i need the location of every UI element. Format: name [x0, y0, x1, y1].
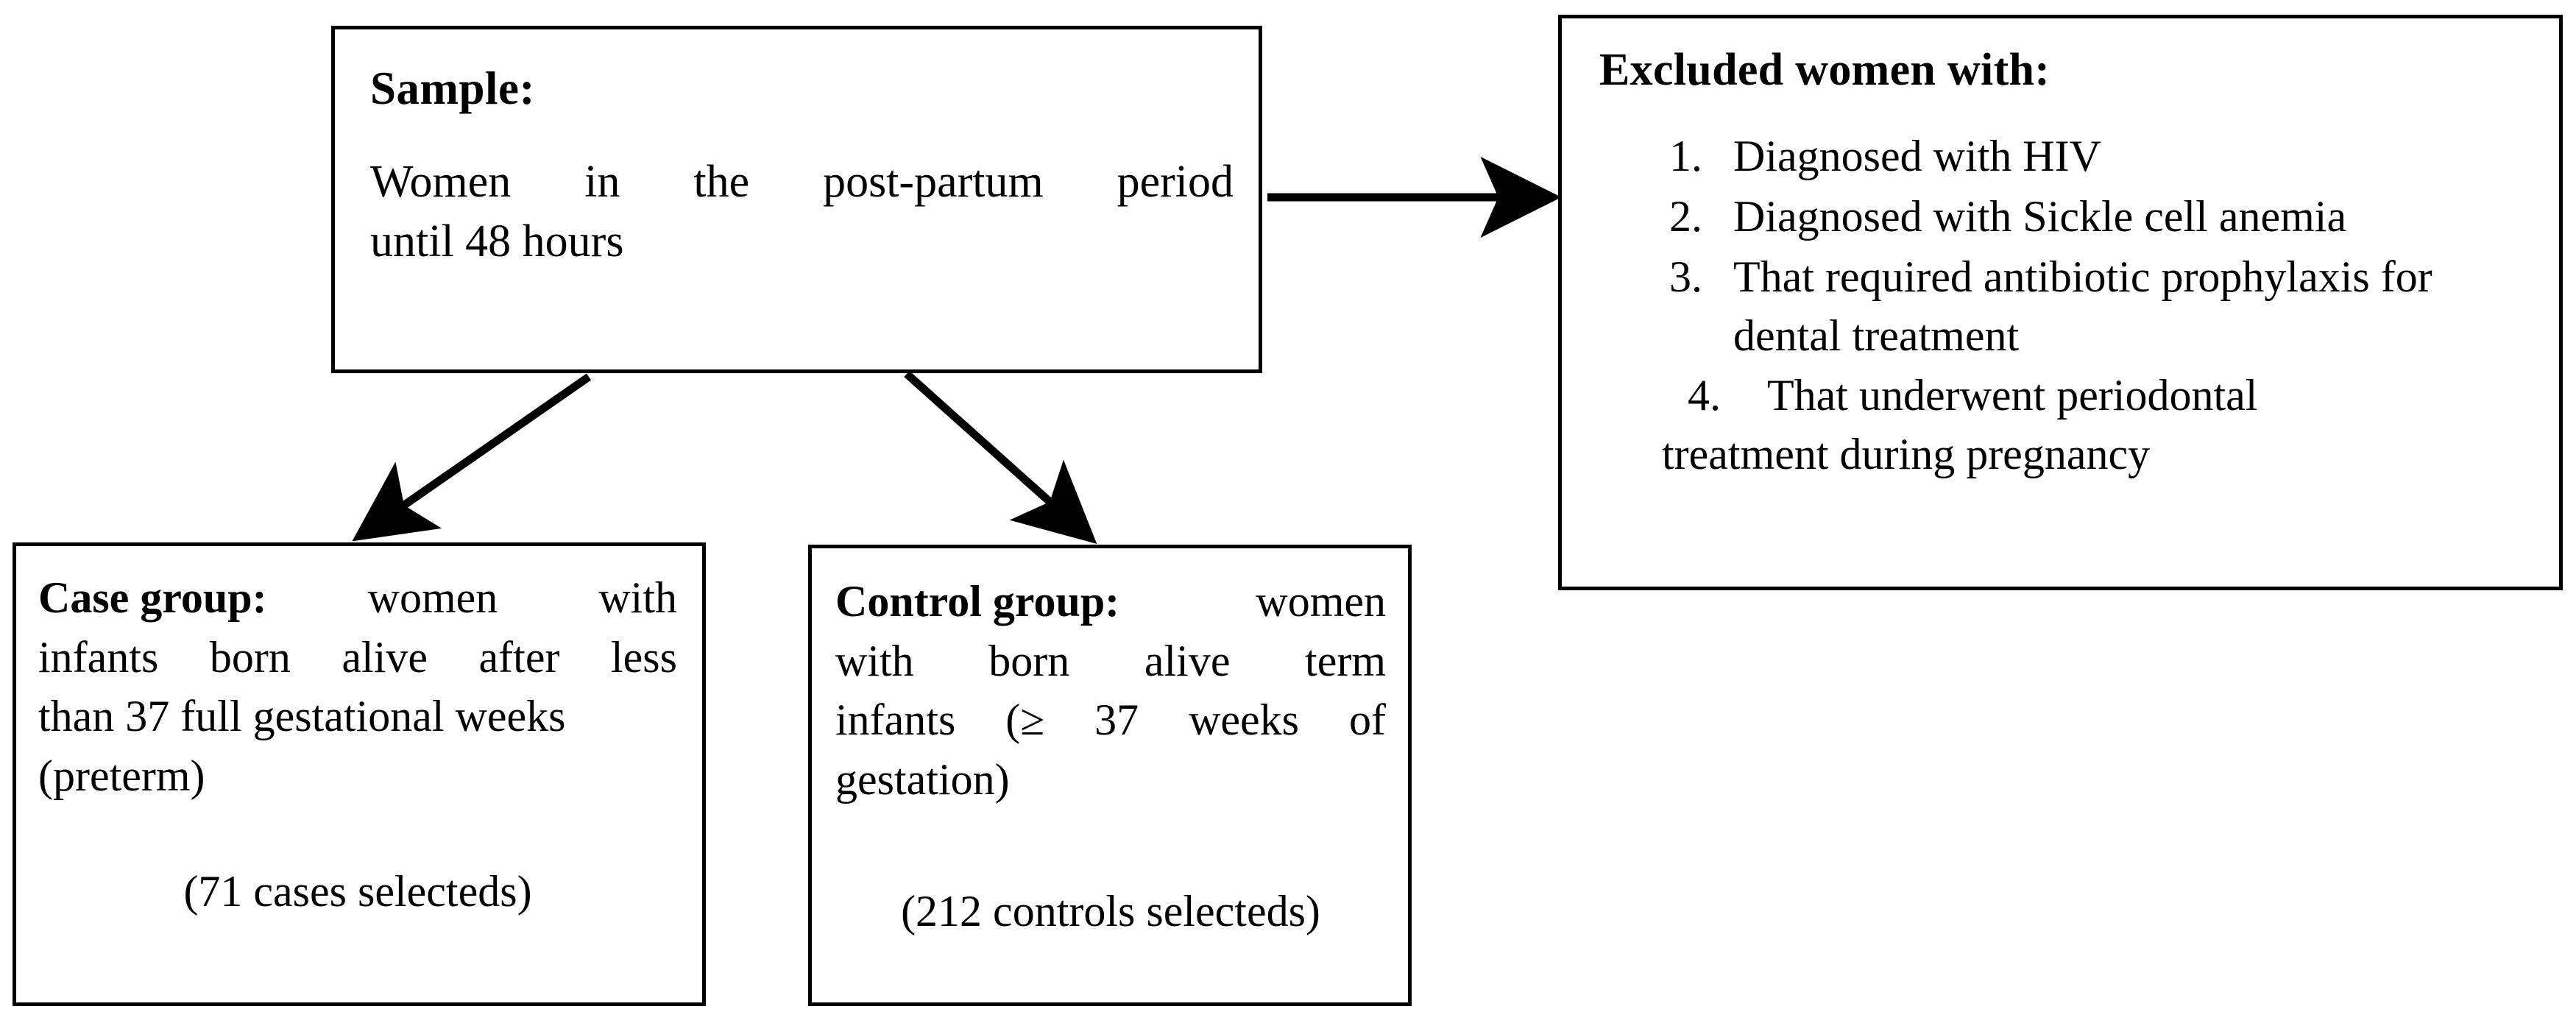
case-group-body: Case group: women with infants born aliv…: [38, 568, 677, 806]
control-word: born: [988, 636, 1070, 685]
control-line-4: gestation): [835, 755, 1010, 804]
case-word: women: [367, 573, 498, 622]
control-word: of: [1349, 696, 1386, 745]
excluded-box: Excluded women with: 1. Diagnosed with H…: [1558, 15, 2563, 590]
arrow-sample-to-case: [352, 373, 592, 542]
case-line-2: infants born alive after less: [38, 628, 677, 687]
control-word: weeks: [1189, 696, 1300, 745]
case-word: with: [598, 573, 677, 622]
control-word: (≥: [1005, 696, 1045, 745]
case-word: infants: [38, 632, 159, 682]
control-group-box: Control group: women with born alive ter…: [808, 545, 1412, 1006]
case-line-3: than 37 full gestational weeks: [38, 692, 566, 741]
list-item-text: Diagnosed with HIV: [1733, 132, 2101, 181]
case-word: alive: [342, 632, 428, 682]
excluded-heading: Excluded women with:: [1599, 45, 2050, 95]
case-word: after: [478, 632, 560, 682]
list-item-number: 4.: [1688, 371, 1721, 420]
excluded-criteria-list: 1. Diagnosed with HIV 2. Diagnosed with …: [1582, 127, 2538, 484]
control-word: term: [1305, 636, 1386, 685]
sample-word: Women: [370, 157, 512, 208]
control-word: alive: [1144, 636, 1231, 685]
sample-word: in: [584, 157, 620, 208]
control-word: with: [835, 636, 914, 685]
case-word: born: [209, 632, 291, 682]
case-group-label: Case group:: [38, 573, 267, 622]
list-item-text: That underwent periodontal treatment dur…: [1662, 367, 2538, 484]
control-line-3: infants (≥ 37 weeks of: [835, 690, 1386, 750]
list-item-text-line2: treatment during pregnancy: [1662, 430, 2151, 479]
list-item-text-line1: That required antibiotic prophylaxis: [1733, 252, 2370, 301]
control-word: women: [1256, 577, 1386, 626]
case-line-4: (preterm): [38, 751, 205, 801]
list-item: 3. That required antibiotic prophylaxis …: [1582, 248, 2538, 366]
list-item-text: Diagnosed with Sickle cell anemia: [1733, 191, 2347, 241]
case-word: less: [611, 632, 677, 682]
arrow-sample-to-control: [904, 370, 1097, 544]
control-line-1: Control group: women: [835, 572, 1386, 631]
list-item: 2. Diagnosed with Sickle cell anemia: [1582, 188, 2538, 247]
list-item: 1. Diagnosed with HIV: [1582, 127, 2538, 186]
sample-line-2: until 48 hours: [370, 216, 624, 266]
case-line-1: Case group: women with: [38, 568, 677, 628]
list-item-number: 2.: [1669, 191, 1702, 241]
sample-box: Sample: Women in the post-partum period …: [331, 26, 1262, 373]
control-group-label: Control group:: [835, 577, 1120, 626]
sample-heading: Sample:: [370, 63, 535, 114]
control-word: infants: [835, 696, 956, 745]
control-count-text: (212 controls selecteds): [901, 886, 1320, 935]
control-group-body: Control group: women with born alive ter…: [835, 572, 1386, 810]
list-item-text-line2: for dental treatment: [1733, 252, 2432, 360]
control-line-2: with born alive term: [835, 631, 1386, 691]
case-count-text: (71 cases selecteds): [183, 866, 532, 916]
case-group-box: Case group: women with infants born aliv…: [13, 542, 706, 1006]
list-item-text-line1: That underwent periodontal: [1767, 371, 2258, 420]
control-word: 37: [1094, 696, 1139, 745]
list-item: 4. That underwent periodontal treatment …: [1582, 367, 2538, 484]
list-item-number: 1.: [1669, 132, 1702, 181]
sample-body-text: Women in the post-partum period until 48…: [370, 152, 1234, 271]
sample-word: period: [1117, 157, 1234, 208]
sample-line-1: Women in the post-partum period: [370, 152, 1234, 212]
list-item-text: That required antibiotic prophylaxis for…: [1733, 248, 2538, 366]
sample-word: post-partum: [823, 157, 1044, 208]
sample-word: the: [693, 157, 750, 208]
list-item-number: 3.: [1669, 252, 1702, 301]
